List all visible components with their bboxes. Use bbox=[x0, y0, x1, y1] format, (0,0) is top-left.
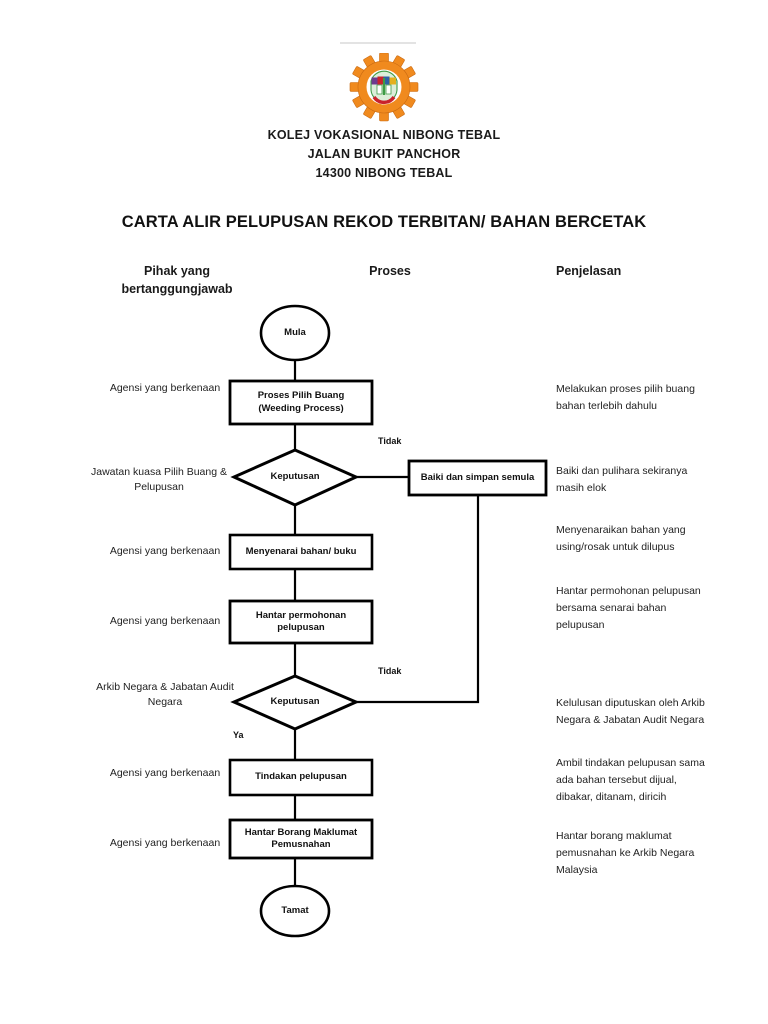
flow-label-end: Tamat bbox=[281, 904, 309, 916]
flow-label-form: Hantar Borang Maklumat Pemusnahan bbox=[244, 826, 358, 851]
column-header-responsible: Pihak yang bertanggungjawab bbox=[121, 264, 233, 296]
edge-label-tidak-2: Tidak bbox=[378, 666, 402, 676]
flow-label-list: Menyenarai bahan/ buku bbox=[245, 545, 357, 557]
flow-label-decision2: Keputusan bbox=[270, 695, 320, 707]
role-list: Agensi yang berkenaan bbox=[109, 545, 221, 557]
org-line-1: KOLEJ VOKASIONAL NIBONG TEBAL bbox=[267, 128, 501, 142]
org-line-3: 14300 NIBONG TEBAL bbox=[315, 166, 453, 180]
page-title: CARTA ALIR PELUPUSAN REKOD TERBITAN/ BAH… bbox=[121, 213, 647, 231]
flow-label-start: Mula bbox=[284, 326, 306, 338]
edge-label-ya: Ya bbox=[233, 730, 244, 740]
note-repair: Baiki dan pulihara sekiranya masih elok bbox=[556, 465, 688, 494]
role-weeding: Agensi yang berkenaan bbox=[109, 382, 221, 394]
flow-label-decision1: Keputusan bbox=[270, 470, 320, 482]
column-header-process: Proses bbox=[369, 264, 411, 278]
flow-label-repair: Baiki dan simpan semula bbox=[420, 471, 535, 483]
flow-label-request: Hantar permohonan pelupusan bbox=[255, 609, 347, 634]
role-form: Agensi yang berkenaan bbox=[109, 837, 221, 849]
edge-label-tidak-1: Tidak bbox=[378, 436, 402, 446]
flow-label-weeding: Proses Pilih Buang (Weeding Process) bbox=[230, 381, 372, 424]
note-list: Menyenaraikan bahan yang using/rosak unt… bbox=[556, 524, 686, 553]
role-action: Agensi yang berkenaan bbox=[109, 767, 221, 779]
note-action: Ambil tindakan pelupusan sama ada bahan … bbox=[556, 757, 705, 803]
role-request: Agensi yang berkenaan bbox=[109, 615, 221, 627]
header-divider bbox=[340, 42, 416, 44]
note-form: Hantar borang maklumat pemusnahan ke Ark… bbox=[556, 830, 695, 876]
role-decision2: Arkib Negara & Jabatan Audit Negara bbox=[96, 681, 234, 708]
org-line-2: JALAN BUKIT PANCHOR bbox=[307, 147, 461, 161]
note-decision2: Kelulusan diputuskan oleh Arkib Negara &… bbox=[556, 697, 705, 726]
organization-address: KOLEJ VOKASIONAL NIBONG TEBAL JALAN BUKI… bbox=[0, 126, 768, 183]
column-header-explanation: Penjelasan bbox=[556, 264, 622, 278]
role-decision1: Jawatan kuasa Pilih Buang & Pelupusan bbox=[90, 466, 227, 493]
note-request: Hantar permohonan pelupusan bersama sena… bbox=[556, 585, 701, 631]
flow-label-action: Tindakan pelupusan bbox=[255, 771, 347, 783]
flow-label-weeding-text: Proses Pilih Buang (Weeding Process) bbox=[257, 390, 345, 414]
note-weeding: Melakukan proses pilih buang bahan terle… bbox=[556, 383, 695, 412]
kolej-vokasional-gear-crest-logo bbox=[336, 53, 432, 125]
